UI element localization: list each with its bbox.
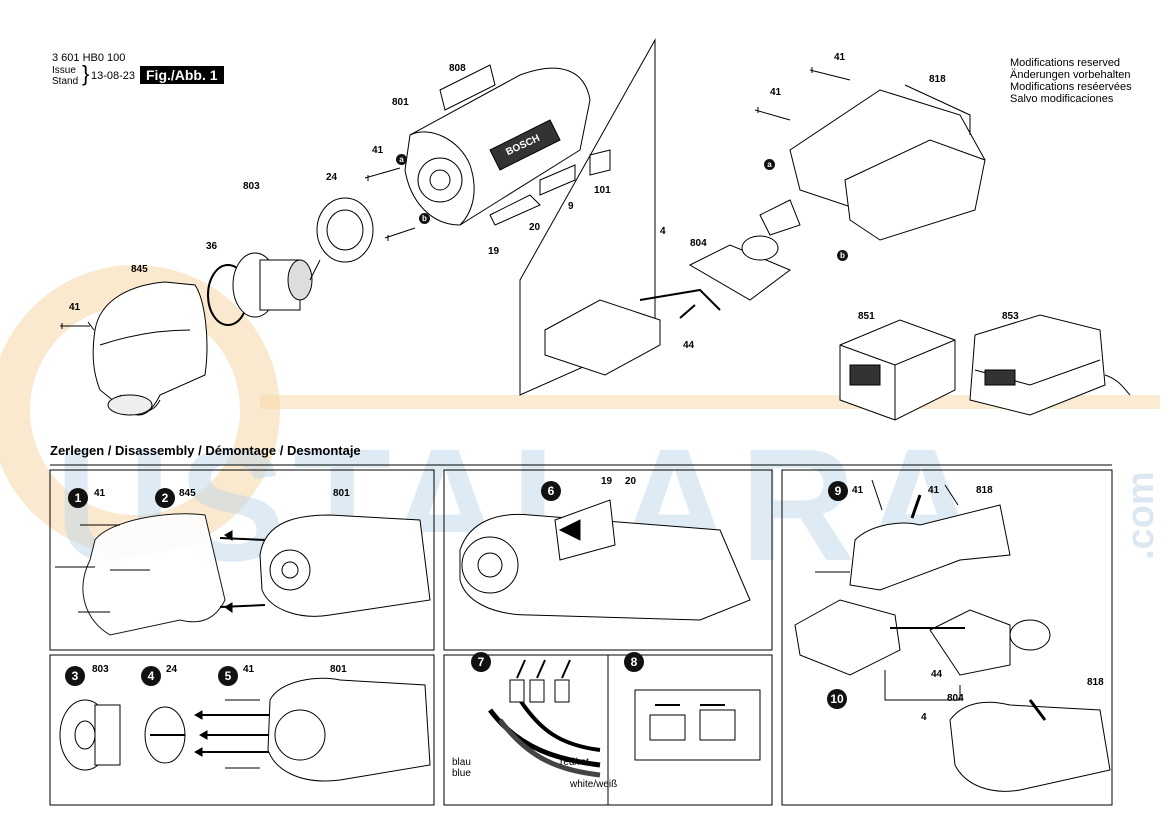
step-10-part-818: 818 — [1087, 677, 1104, 688]
step-3-part: 803 — [92, 664, 109, 675]
wire-label-blue: blue — [452, 768, 471, 779]
callout-b-right: b — [837, 250, 848, 261]
mod-line: Salvo modificaciones — [1010, 93, 1114, 105]
issue-date: 13-08-23 — [91, 70, 136, 82]
step-2-badge: 2 — [155, 488, 175, 508]
step-6-badge: 6 — [541, 481, 561, 501]
section-title: Zerlegen / Disassembly / Démontage / Des… — [50, 443, 361, 458]
label-44: 44 — [683, 340, 695, 351]
stand-label: Stand — [52, 76, 79, 87]
label-853: 853 — [1002, 311, 1019, 322]
step-10-badge: 10 — [827, 689, 847, 709]
label-845: 845 — [131, 264, 148, 275]
wire-label-white: white/weiß — [570, 779, 618, 790]
step-5-part: 41 — [243, 664, 255, 675]
step-10-part-804: 804 — [947, 693, 964, 704]
step-4-part: 24 — [166, 664, 178, 675]
wire-label-red: red/rot — [560, 757, 589, 768]
brace: } — [82, 61, 90, 86]
wire-label-blau: blau — [452, 757, 471, 768]
step-9-part-41a: 41 — [852, 485, 864, 496]
step-2-part-801: 801 — [333, 488, 350, 499]
callout-a-left: a — [396, 154, 407, 165]
step-3-badge: 3 — [65, 666, 85, 686]
mod-line: Modifications reserved — [1010, 57, 1121, 69]
step-6-part-20: 20 — [625, 476, 637, 487]
step-2-part: 845 — [179, 488, 196, 499]
callout-b-left: b — [419, 213, 430, 224]
step-5-badge: 5 — [218, 666, 238, 686]
label-801: 801 — [392, 97, 409, 108]
part-number: 3 601 HB0 100 — [52, 52, 126, 64]
step-6-part-19: 19 — [601, 476, 613, 487]
label-804: 804 — [690, 238, 707, 249]
label-803: 803 — [243, 181, 260, 192]
step-1-badge: 1 — [68, 488, 88, 508]
label-818: 818 — [929, 74, 946, 85]
mod-line: Modifications reséervées — [1010, 81, 1132, 93]
label-24: 24 — [326, 172, 338, 183]
label-41-right-a: 41 — [834, 52, 846, 63]
label-808: 808 — [449, 63, 466, 74]
step-9-badge: 9 — [828, 481, 848, 501]
step-8-badge: 8 — [624, 652, 644, 672]
label-9: 9 — [568, 201, 574, 212]
step-1-part: 41 — [94, 488, 106, 499]
step-5-part-801: 801 — [330, 664, 347, 675]
step-10-part-44: 44 — [931, 669, 943, 680]
label-41-top: 41 — [372, 145, 384, 156]
step-9-part-818: 818 — [976, 485, 993, 496]
figure-label: Fig./Abb. 1 — [140, 66, 224, 84]
label-41-right-b: 41 — [770, 87, 782, 98]
step-7-badge: 7 — [471, 652, 491, 672]
label-41-left: 41 — [69, 302, 81, 313]
label-36: 36 — [206, 241, 218, 252]
callout-a-right: a — [764, 159, 775, 170]
label-4: 4 — [660, 226, 666, 237]
step-9-part-41b: 41 — [928, 485, 940, 496]
modifications-notice: Modifications reserved Änderungen vorbeh… — [1010, 57, 1132, 105]
label-19: 19 — [488, 246, 500, 257]
label-20: 20 — [529, 222, 541, 233]
label-851: 851 — [858, 311, 875, 322]
issue-label: Issue — [52, 65, 76, 76]
step-10-part-4: 4 — [921, 712, 927, 723]
step-4-badge: 4 — [141, 666, 161, 686]
mod-line: Änderungen vorbehalten — [1010, 69, 1131, 81]
label-101: 101 — [594, 185, 611, 196]
